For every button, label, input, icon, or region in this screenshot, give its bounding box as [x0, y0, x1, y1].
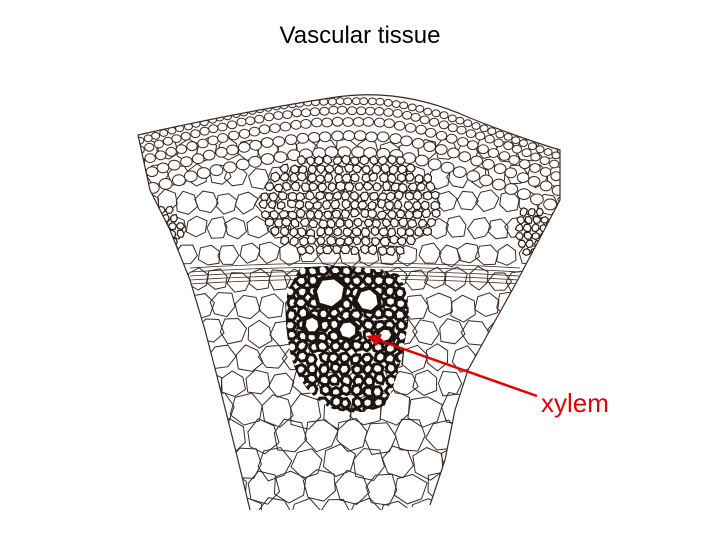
phloem-cells	[258, 154, 441, 257]
epidermis-cells	[138, 97, 560, 211]
tissue-wedge	[138, 94, 560, 511]
callout-arrow	[366, 334, 538, 398]
slide-title: Vascular tissue	[279, 22, 441, 49]
wedge-outline	[137, 94, 561, 511]
callout-label-xylem: xylem	[541, 388, 609, 418]
